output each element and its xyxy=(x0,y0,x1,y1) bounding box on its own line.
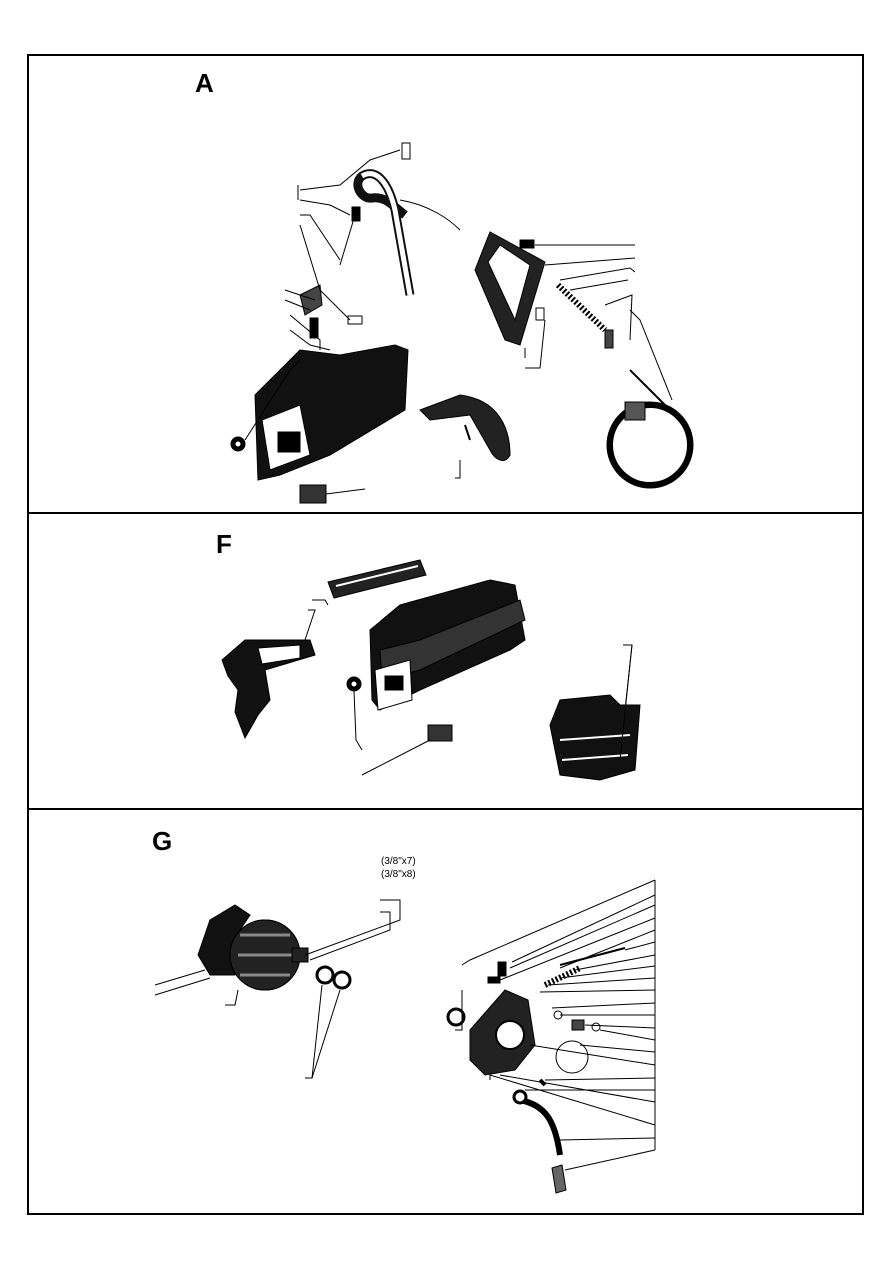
panel-g-parts xyxy=(154,879,656,1194)
sprocket-note-8: (3/8"x8) xyxy=(381,869,416,880)
panel-label-f: F xyxy=(216,529,232,559)
panel-divider-f-g xyxy=(27,808,864,810)
panel-a-parts xyxy=(230,142,694,504)
sprocket-note-7: (3/8"x7) xyxy=(381,856,416,867)
panel-label-a: A xyxy=(195,68,214,98)
diagram-frame xyxy=(27,54,864,1215)
panel-label-g: G xyxy=(152,826,173,856)
panel-divider-a-f xyxy=(27,512,864,514)
panel-f-parts xyxy=(221,559,641,781)
